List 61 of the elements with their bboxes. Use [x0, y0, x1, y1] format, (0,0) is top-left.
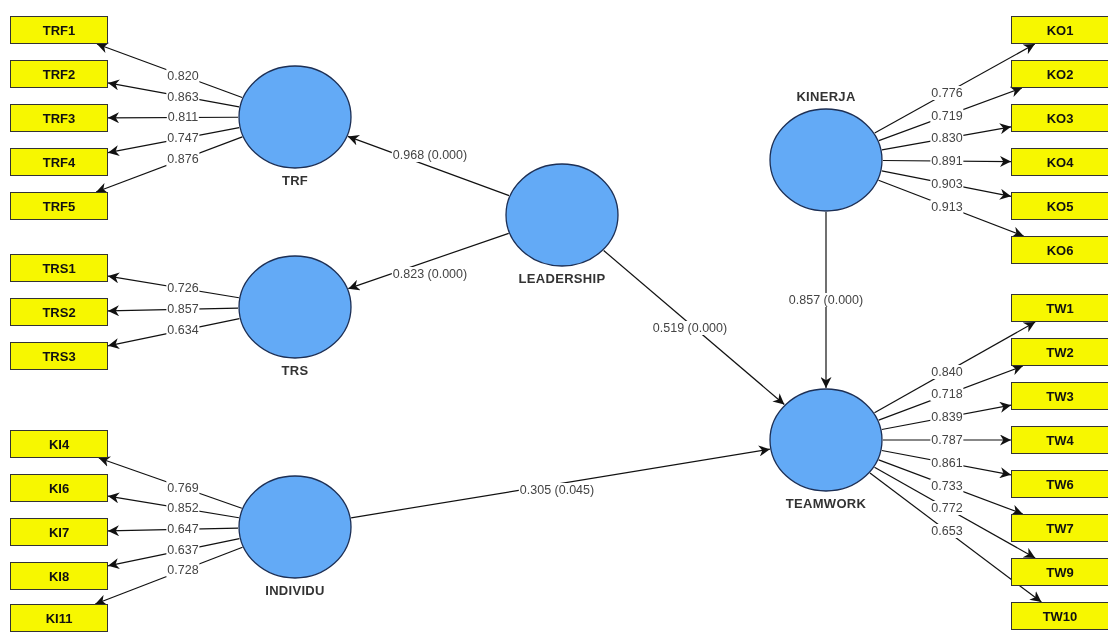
edge-label: 0.823 (0.000) — [391, 267, 469, 281]
edge-label: 0.519 (0.000) — [651, 321, 729, 335]
indicator-box: TRS3 — [10, 342, 108, 370]
edge-label: 0.968 (0.000) — [391, 148, 469, 162]
indicator-box: TRF2 — [10, 60, 108, 88]
indicator-box: TRF5 — [10, 192, 108, 220]
indicator-box: TRS2 — [10, 298, 108, 326]
construct-name: TRF — [281, 173, 309, 188]
indicator-box: KI4 — [10, 430, 108, 458]
indicator-box: KI11 — [10, 604, 108, 632]
edge-label: 0.653 — [930, 524, 964, 538]
indicator-box: TRF1 — [10, 16, 108, 44]
indicator-box: TW10 — [1011, 602, 1108, 630]
indicator-box: TW3 — [1011, 382, 1108, 410]
edge-label: 0.772 — [930, 501, 964, 516]
construct-name: INDIVIDU — [265, 583, 325, 598]
arrow — [350, 445, 771, 519]
edge-label: 0.903 — [930, 176, 964, 191]
edge-label: 0.787 — [930, 433, 964, 447]
construct-name: TRS — [281, 363, 309, 378]
arrow — [820, 211, 832, 389]
edge-label: 0.305 (0.045) — [518, 483, 596, 497]
edge-label: 0.747 — [166, 131, 200, 146]
edge-label: 0.634 — [166, 323, 200, 338]
indicator-box: TW6 — [1011, 470, 1108, 498]
edge-label: 0.776 — [930, 85, 964, 100]
edge-label: 0.913 — [930, 199, 964, 214]
construct-name: KINERJA — [796, 89, 856, 104]
indicator-box: TW7 — [1011, 514, 1108, 542]
edge-label: 0.718 — [930, 387, 964, 402]
edge-label: 0.820 — [166, 68, 200, 83]
indicator-box: TW9 — [1011, 558, 1108, 586]
indicator-box: TW1 — [1011, 294, 1108, 322]
indicator-box: KO5 — [1011, 192, 1108, 220]
edge-label: 0.719 — [930, 108, 964, 123]
construct-name: LEADERSHIP — [518, 271, 606, 286]
edge-label: 0.728 — [166, 563, 200, 578]
indicator-box: KO2 — [1011, 60, 1108, 88]
edge-label: 0.857 (0.000) — [787, 293, 865, 307]
edge-label: 0.733 — [930, 478, 964, 493]
indicator-box: KI8 — [10, 562, 108, 590]
indicator-box: TRS1 — [10, 254, 108, 282]
construct-name: TEAMWORK — [785, 496, 867, 511]
edge-label: 0.769 — [166, 480, 200, 495]
arrow — [603, 249, 785, 406]
indicator-box: KO6 — [1011, 236, 1108, 264]
indicator-box: KI6 — [10, 474, 108, 502]
indicator-box: TRF3 — [10, 104, 108, 132]
indicator-box: TW2 — [1011, 338, 1108, 366]
edge-label: 0.863 — [166, 89, 200, 104]
indicator-box: TW4 — [1011, 426, 1108, 454]
indicator-box: KO1 — [1011, 16, 1108, 44]
edge-label: 0.876 — [166, 152, 200, 167]
arrow — [347, 232, 510, 291]
edge-label: 0.637 — [166, 543, 200, 558]
indicator-box: KO4 — [1011, 148, 1108, 176]
indicator-box: KO3 — [1011, 104, 1108, 132]
indicator-box: KI7 — [10, 518, 108, 546]
indicator-box: TRF4 — [10, 148, 108, 176]
edge-label: 0.840 — [930, 364, 964, 379]
edge-label: 0.861 — [930, 455, 964, 470]
